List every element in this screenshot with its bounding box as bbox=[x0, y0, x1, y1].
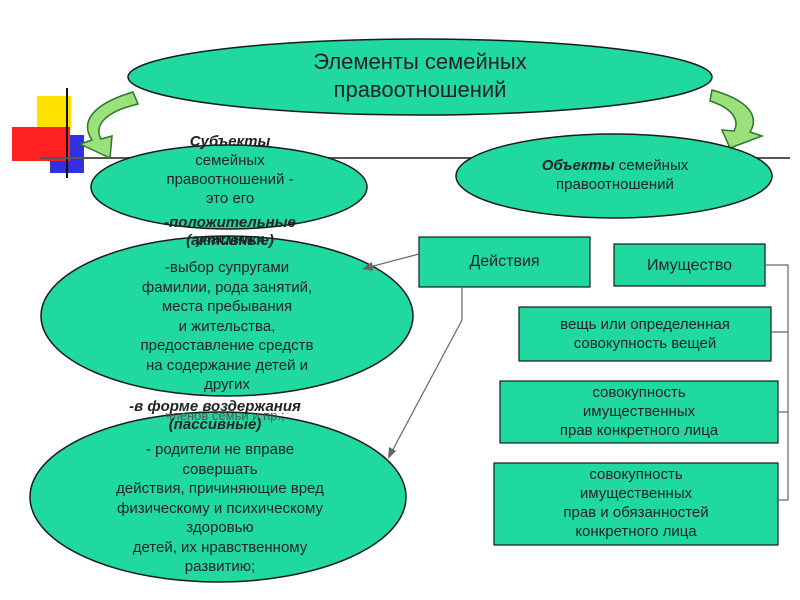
passive-heading: -в форме воздержания (пассивные) bbox=[95, 398, 335, 434]
objects-oval bbox=[455, 133, 773, 219]
property-item-3-line-2: имущественных bbox=[579, 485, 693, 502]
connector-property-bracket bbox=[765, 264, 789, 501]
passive-line: физическому и психическому bbox=[117, 499, 323, 517]
property-item-2-line-3: прав конкретного лица bbox=[559, 422, 719, 439]
subjects-heading: Субъекты bbox=[189, 133, 271, 150]
positive-line: -выбор супругами bbox=[164, 259, 290, 276]
actions-box bbox=[418, 236, 591, 288]
arrowhead-positive bbox=[362, 262, 373, 271]
objects-text: Объекты семейных правоотношений bbox=[480, 156, 750, 194]
passive-heading-line-2: (пассивные) bbox=[168, 416, 262, 433]
property-item-1-line-2: совокупность вещей bbox=[573, 335, 717, 352]
objects-heading-rest: семейных bbox=[614, 157, 689, 174]
positive-body: -выбор супругами фамилии, рода занятий, … bbox=[92, 258, 362, 395]
property-item-2-line-1: совокупность bbox=[592, 384, 686, 401]
positive-line: предоставление средств bbox=[140, 337, 314, 354]
subjects-line-3: это его bbox=[205, 190, 255, 207]
subjects-line-1: семейных bbox=[195, 152, 265, 169]
passive-heading-line-1: -в форме воздержания bbox=[129, 398, 301, 415]
title-oval bbox=[127, 38, 713, 116]
left-curved-arrow bbox=[77, 91, 140, 160]
positive-line: и жительства, bbox=[178, 317, 276, 335]
arrowhead-passive bbox=[388, 447, 396, 459]
property-item-1-line-1: вещь или определенная bbox=[560, 316, 730, 333]
positive-heading-line-2: (активные) bbox=[186, 232, 274, 249]
objects-line-1: Объекты семейных bbox=[480, 156, 750, 175]
positive-heading-line-1: -положительные bbox=[164, 214, 296, 231]
deco-red-square bbox=[12, 127, 70, 161]
passive-oval bbox=[29, 411, 407, 583]
positive-line: других bbox=[204, 376, 250, 393]
positive-line: фамилии, рода занятий, bbox=[141, 278, 313, 296]
property-item-2-text: совокупность имущественных прав конкретн… bbox=[500, 383, 778, 440]
property-box bbox=[613, 243, 766, 287]
property-item-box-3 bbox=[493, 462, 779, 546]
actions-label: Действия bbox=[469, 253, 540, 270]
property-item-3-line-3: прав и обязанностей bbox=[563, 504, 709, 521]
passive-line: действия, причиняющие вред bbox=[116, 480, 324, 497]
subjects-line-2: правоотношений - bbox=[166, 171, 294, 188]
passive-body: - родители не вправе совершать действия,… bbox=[80, 440, 360, 577]
passive-line: развитию; bbox=[184, 558, 256, 575]
property-item-3-line-1: совокупность bbox=[589, 466, 683, 483]
property-item-1-text: вещь или определенная совокупность вещей bbox=[519, 315, 771, 353]
right-curved-arrow bbox=[709, 89, 765, 149]
property-item-3-line-4: конкретного лица bbox=[575, 523, 697, 540]
objects-line-2: правоотношений bbox=[556, 176, 674, 193]
passive-line: детей, их нравственному bbox=[132, 538, 308, 556]
positive-line: места пребывания bbox=[161, 298, 293, 315]
title-line-2: правоотношений bbox=[333, 77, 507, 102]
subjects-oval bbox=[90, 144, 368, 230]
property-item-box-1 bbox=[518, 306, 772, 362]
title-line-1: Элементы семейных bbox=[313, 49, 527, 74]
property-item-3-text: совокупность имущественных прав и обязан… bbox=[494, 465, 778, 541]
connectors bbox=[362, 253, 789, 501]
positive-oval bbox=[40, 235, 414, 397]
subjects-line-4: участники bbox=[195, 231, 265, 248]
subjects-text: Субъекты семейных правоотношений - это е… bbox=[110, 132, 350, 208]
passive-line: - родители не вправе bbox=[145, 441, 295, 458]
passive-line: здоровью bbox=[186, 519, 254, 536]
passive-line: совершать bbox=[182, 460, 258, 478]
property-item-2-line-2: имущественных bbox=[582, 403, 696, 420]
positive-overflow: членов семьи и пр.; bbox=[165, 408, 285, 423]
positive-line: на содержание детей и bbox=[145, 356, 309, 374]
property-label: Имущество bbox=[646, 257, 733, 274]
positive-heading: -положительные (активные) bbox=[110, 214, 350, 250]
connector-actions-to-passive bbox=[389, 287, 463, 456]
objects-heading: Объекты bbox=[541, 157, 615, 174]
title-text: Элементы семейных правоотношений bbox=[130, 48, 710, 104]
connector-actions-to-positive bbox=[365, 253, 420, 269]
deco-yellow-square bbox=[37, 96, 71, 130]
